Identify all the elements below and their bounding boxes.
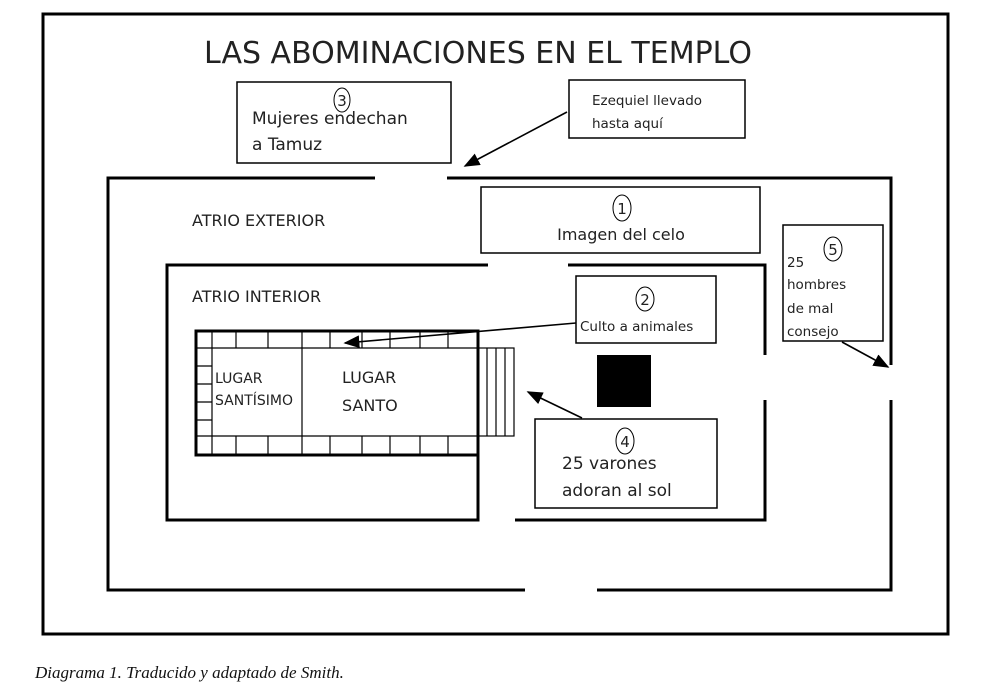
outer-court-walls [106,176,893,592]
number-2: 2 [640,291,650,309]
outer-court-label: ATRIO EXTERIOR [192,211,325,230]
ezekiel-arrow [463,111,568,167]
altar [597,355,651,407]
note-5-line-2: hombres [787,277,846,293]
note-5-line-4: consejo [787,324,839,340]
number-5: 5 [828,241,838,259]
ezekiel-note-line-1: Ezequiel llevado [592,93,702,109]
inner-court-walls [165,263,767,522]
note-box-5 [782,224,884,342]
note-5-line-1: 25 [787,255,804,271]
number-circle-3 [333,87,351,113]
note-1-line-1: Imagen del celo [557,225,685,244]
note-4-arrow [526,391,583,419]
note-2-arrow [343,322,577,349]
figure-caption: Diagrama 1. Traducido y adaptado de Smit… [34,663,344,682]
ezekiel-note-line-2: hasta aquí [592,116,664,132]
ezekiel-note-box [568,79,746,139]
note-4-line-1: 25 varones [562,454,657,474]
number-circle-2 [635,286,655,312]
note-4-line-2: adoran al sol [562,481,672,501]
number-3: 3 [337,92,347,110]
note-5-arrow [841,341,890,368]
diagram-title: LAS ABOMINACIONES EN EL TEMPLO [204,36,752,71]
holy-of-holies-label-1: LUGAR [215,371,263,387]
inner-court-label: ATRIO INTERIOR [192,287,321,306]
note-3-line-2: a Tamuz [252,135,322,155]
number-circle-4 [615,427,635,455]
number-circle-5 [823,236,843,262]
outer-frame [41,12,950,636]
holy-place-label-2: SANTO [342,396,398,415]
temple-building [194,329,515,457]
holy-of-holies-label-2: SANTÍSIMO [215,392,293,409]
holy-place-label-1: LUGAR [342,368,396,387]
note-box-1 [480,186,761,254]
note-2-line-1: Culto a animales [580,319,693,335]
number-4: 4 [620,433,630,451]
number-circle-1 [612,194,632,222]
note-5-line-3: de mal [787,301,833,317]
note-box-3 [236,81,452,164]
note-3-line-1: Mujeres endechan [252,109,408,129]
note-box-4 [534,418,718,509]
number-1: 1 [617,200,627,218]
